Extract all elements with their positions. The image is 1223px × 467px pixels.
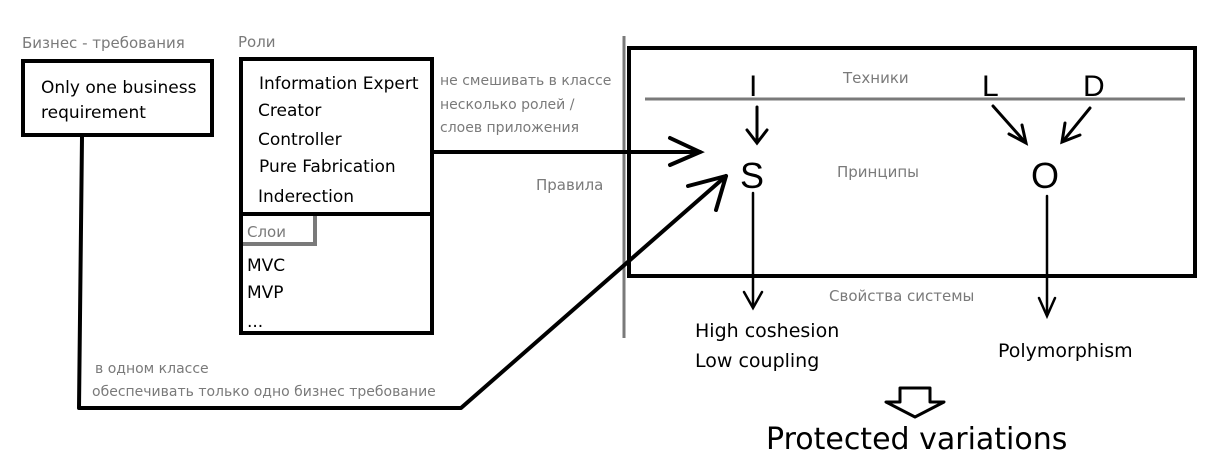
letter-o: O	[1031, 155, 1059, 196]
layers-box	[239, 212, 434, 335]
arrow-roles-to-s	[430, 136, 705, 167]
letter-d: D	[1083, 70, 1105, 103]
arrow-d-to-o	[1060, 106, 1092, 145]
roles-note-line3: слоев приложения	[440, 120, 579, 136]
role-item: Creator	[258, 101, 321, 121]
rules-caption: Правила	[536, 176, 603, 194]
layer-item: MVC	[247, 256, 285, 276]
letter-s: S	[740, 155, 764, 196]
roles-note-line2: несколько ролей /	[440, 97, 575, 113]
result-protected-variations: Protected variations	[766, 422, 1067, 457]
business-box-line1: Only one business	[41, 78, 197, 98]
business-requirement-box	[21, 59, 214, 137]
role-item: Controller	[258, 130, 342, 150]
roles-caption: Роли	[238, 33, 276, 51]
role-item: Pure Fabrication	[259, 157, 396, 177]
business-box-line2: requirement	[41, 103, 146, 123]
arrow-business-to-s	[77, 135, 728, 410]
principles-box	[627, 46, 1197, 278]
business-note-line1: в одном классе	[95, 361, 209, 377]
arrow-s-to-properties	[742, 191, 764, 311]
role-item: Inderection	[258, 187, 354, 207]
role-item: Information Expert	[259, 74, 419, 94]
business-requirements-caption: Бизнес - требования	[22, 34, 185, 52]
layers-tab	[243, 216, 317, 246]
system-properties-caption: Свойства системы	[829, 287, 974, 305]
layer-item: ...	[247, 312, 263, 332]
layer-item: MVP	[247, 283, 284, 303]
layers-caption: Слои	[247, 223, 286, 241]
arrow-o-to-polymorphism	[1037, 194, 1057, 320]
business-note-line2: обеспечивать только одно бизнес требован…	[92, 384, 436, 400]
letter-l: L	[982, 70, 999, 103]
property-polymorphism: Polymorphism	[998, 340, 1133, 362]
result-arrow	[884, 386, 946, 419]
property-high-cohesion: High coshesion	[695, 320, 839, 342]
roles-note-line1: не смешивать в классе	[440, 73, 611, 89]
letter-i: I	[749, 70, 757, 103]
arrow-i-to-s	[745, 105, 769, 146]
arrow-l-to-o	[991, 104, 1029, 146]
principles-caption: Принципы	[837, 163, 919, 181]
techniques-caption: Техники	[842, 69, 909, 87]
property-low-coupling: Low coupling	[695, 350, 819, 372]
